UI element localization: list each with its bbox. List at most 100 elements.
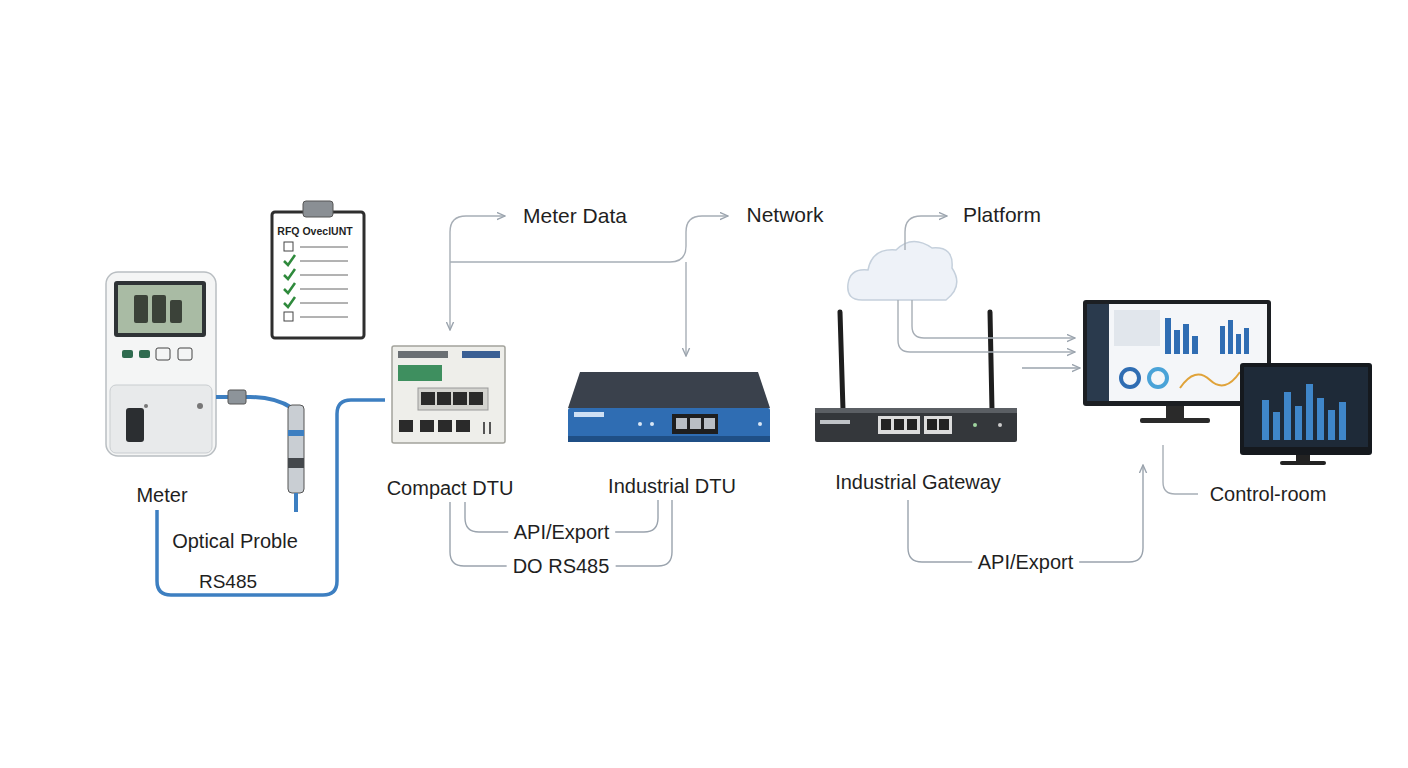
ethernet-port — [437, 392, 451, 405]
ethernet-port — [939, 419, 949, 430]
device-label: Compact DTU — [387, 477, 514, 500]
display-digit — [152, 295, 166, 323]
check-line — [300, 317, 348, 318]
check-line — [300, 247, 348, 248]
connector — [157, 400, 385, 595]
meter-button — [122, 350, 133, 358]
ethernet-port — [927, 419, 937, 430]
ethernet-port — [469, 392, 483, 405]
ethernet-port — [690, 418, 701, 429]
device-logo — [398, 351, 448, 358]
chart-bar — [1273, 412, 1280, 440]
chart-bar — [1244, 328, 1249, 354]
connector-label: DO RS485 — [507, 555, 616, 578]
meter-button — [156, 348, 170, 360]
device-logo — [462, 351, 500, 358]
connector — [1022, 367, 1080, 368]
device-node: Compact DTU — [385, 343, 515, 502]
check-line — [300, 303, 348, 304]
annotation-label: Network — [746, 203, 823, 227]
annotation-label: RFQ OveclUNT — [277, 225, 352, 237]
optical-probe — [288, 405, 304, 493]
clipboard-clip — [303, 201, 333, 217]
ethernet-port — [704, 418, 715, 429]
monitor-frame — [1240, 363, 1372, 455]
meter-screw — [144, 404, 148, 408]
ethernet-port — [453, 392, 467, 405]
check-mark — [284, 297, 295, 307]
monitor-stand — [1166, 406, 1184, 420]
monitor-base — [1140, 418, 1210, 423]
probe-connector — [228, 390, 246, 404]
clipboard — [272, 212, 364, 338]
io-port — [420, 420, 434, 432]
probe-cable — [216, 397, 292, 408]
device-logo — [574, 412, 604, 417]
leader-arrow — [905, 216, 947, 250]
meter-button — [178, 348, 192, 360]
ethernet-port — [907, 419, 917, 430]
leader-arrow — [450, 216, 505, 330]
chart-bar — [1174, 330, 1180, 354]
probe-band — [288, 458, 304, 468]
antenna — [990, 312, 992, 410]
port-block — [672, 414, 718, 434]
chart-bar — [1228, 320, 1233, 354]
status-led — [638, 422, 642, 426]
chart-bar — [1306, 384, 1313, 440]
device-node: Control-room — [1080, 298, 1375, 465]
leader-line — [1163, 445, 1198, 494]
device-node: Industrial Gateway — [812, 308, 1022, 500]
line-chart — [1180, 372, 1240, 388]
chart-bar — [1165, 318, 1171, 354]
meter-display — [118, 285, 202, 333]
check-mark — [284, 283, 295, 293]
ethernet-port — [894, 419, 904, 430]
chart-bar — [1183, 324, 1189, 354]
antenna — [840, 312, 843, 410]
device-label: Industrial DTU — [608, 475, 736, 498]
industrial-dtu-top — [568, 372, 770, 408]
cloud — [848, 241, 957, 300]
connector-label: API/Export — [972, 551, 1080, 574]
chart-bar — [1262, 400, 1269, 440]
meter-display-frame — [114, 281, 206, 337]
chart-bar — [1236, 334, 1241, 354]
check-mark — [284, 269, 295, 279]
gateway-body — [815, 408, 1017, 442]
annotation-label: Platform — [963, 203, 1041, 227]
annotation-label: Meter Data — [523, 204, 627, 228]
display-digit — [170, 300, 182, 323]
port-block — [924, 416, 952, 434]
check-line — [300, 275, 348, 276]
status-led — [650, 422, 654, 426]
chart-bar — [1317, 398, 1324, 440]
device-node: Industrial DTU — [565, 368, 775, 500]
status-led — [758, 422, 762, 426]
dashboard-sidebar — [1087, 304, 1109, 401]
display-digit — [134, 295, 148, 323]
probe-cable — [294, 493, 298, 512]
meter-body — [106, 272, 216, 456]
ethernet-port — [421, 392, 435, 405]
annotation-label: Optical Proble — [172, 530, 298, 553]
donut-chart — [1121, 369, 1139, 387]
device-detail — [484, 422, 490, 434]
gateway-top — [815, 408, 1017, 413]
checkbox — [284, 312, 293, 321]
meter-button — [139, 350, 150, 358]
checkbox — [284, 242, 293, 251]
device-label: Meter — [136, 484, 187, 507]
port-block — [878, 416, 920, 434]
chart-bar — [1295, 406, 1302, 440]
meter-screw — [197, 403, 203, 409]
dashboard-panel — [1114, 310, 1160, 346]
chart-bar — [1192, 336, 1198, 354]
meter-base — [110, 385, 212, 453]
annotation-label: RS485 — [199, 571, 257, 593]
io-port — [438, 420, 452, 432]
connector-label: API/Export — [508, 521, 616, 544]
